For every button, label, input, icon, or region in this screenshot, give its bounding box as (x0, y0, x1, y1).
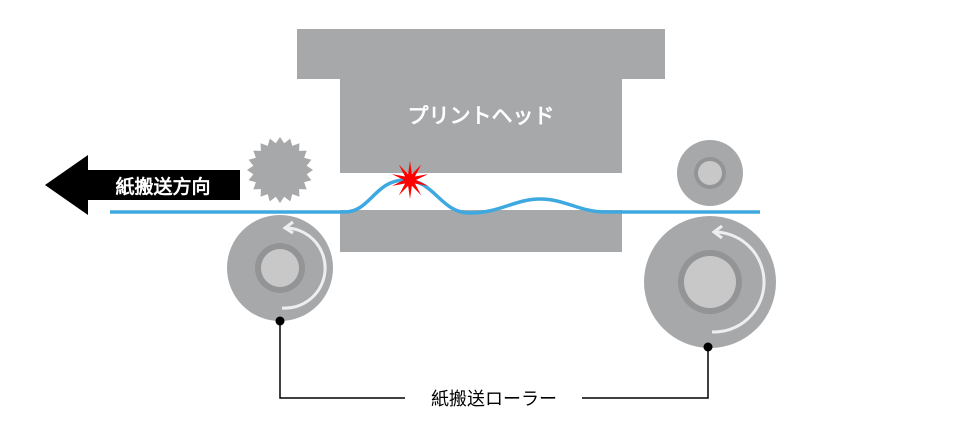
right-feed-roller (644, 216, 776, 348)
paper-direction-arrow: 紙搬送方向 (45, 155, 240, 215)
direction-label: 紙搬送方向 (115, 175, 210, 198)
star-wheel-icon (247, 137, 313, 203)
roller-label: 紙搬送ローラー (431, 389, 557, 410)
print-head-label: プリントヘッド (408, 104, 555, 128)
pinch-roller (677, 140, 743, 206)
rotation-arrow-icon (281, 226, 327, 310)
roller-leader-lines (275, 316, 713, 399)
paper-sheet (110, 178, 760, 215)
left-feed-roller (227, 215, 333, 321)
jam-burst-icon (391, 161, 429, 199)
platen (340, 210, 622, 252)
print-head: プリントヘッド (297, 29, 665, 173)
rotation-arrow-icon (711, 230, 766, 334)
